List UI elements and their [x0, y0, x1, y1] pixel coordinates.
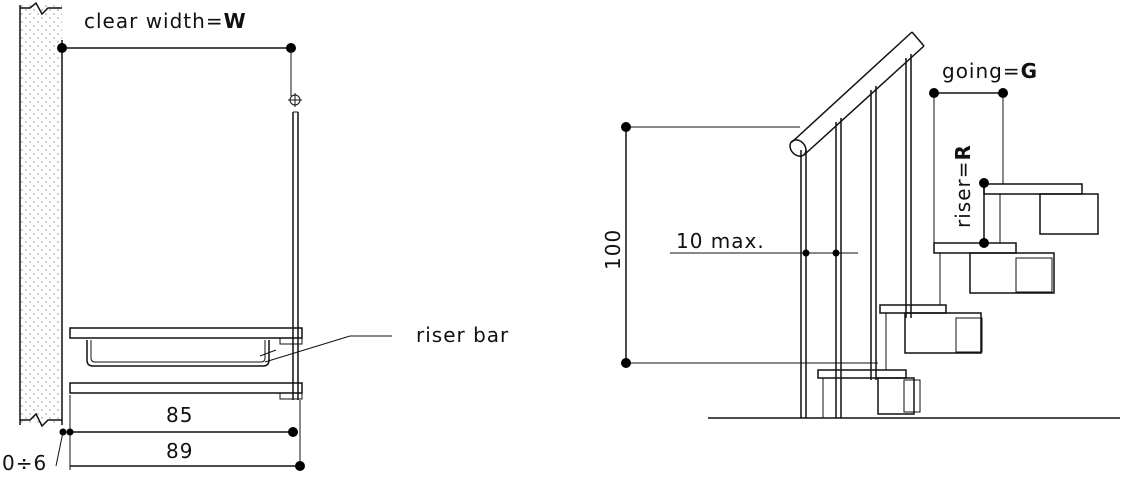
- gap-label: 0÷6: [2, 451, 47, 475]
- dimension-89: 89: [70, 400, 305, 471]
- svg-text:going=G: going=G: [942, 59, 1038, 83]
- plan-view: clear width=W riser bar: [2, 1, 509, 475]
- gap-max-label: 10 max.: [676, 229, 765, 253]
- svg-text:clear width=W: clear width=W: [84, 9, 247, 33]
- gap-dimension: 0÷6: [2, 428, 67, 475]
- steps: [817, 183, 1099, 418]
- height-dimension: 100: [601, 122, 878, 368]
- dim-85-label: 85: [166, 403, 193, 427]
- riser-bar-label: riser bar: [416, 323, 509, 347]
- going-dimension: going=G: [929, 59, 1038, 243]
- height-label: 100: [601, 229, 625, 270]
- handrail: [789, 31, 925, 157]
- riser-dimension: riser=R: [951, 144, 989, 248]
- lower-tread: [69, 382, 303, 400]
- riser-symbol: R: [951, 144, 975, 160]
- side-view: 100 10 max. going=G riser=R: [601, 31, 1120, 419]
- balusters: [800, 54, 912, 418]
- svg-text:riser=R: riser=R: [951, 144, 975, 228]
- going-symbol: G: [1021, 59, 1038, 83]
- riser-bar-callout: riser bar: [264, 323, 509, 363]
- riser-label: riser=: [951, 161, 975, 228]
- clear-width-symbol: W: [224, 9, 247, 33]
- wall: [19, 1, 63, 428]
- clear-width-label: clear width=: [84, 9, 224, 33]
- going-label: going=: [942, 59, 1021, 83]
- upper-tread: [69, 327, 303, 367]
- gap-max-dimension: 10 max.: [670, 229, 858, 257]
- clear-width-dimension: clear width=W: [57, 9, 296, 96]
- dim-89-label: 89: [166, 439, 193, 463]
- dimension-85: 85: [66, 395, 298, 470]
